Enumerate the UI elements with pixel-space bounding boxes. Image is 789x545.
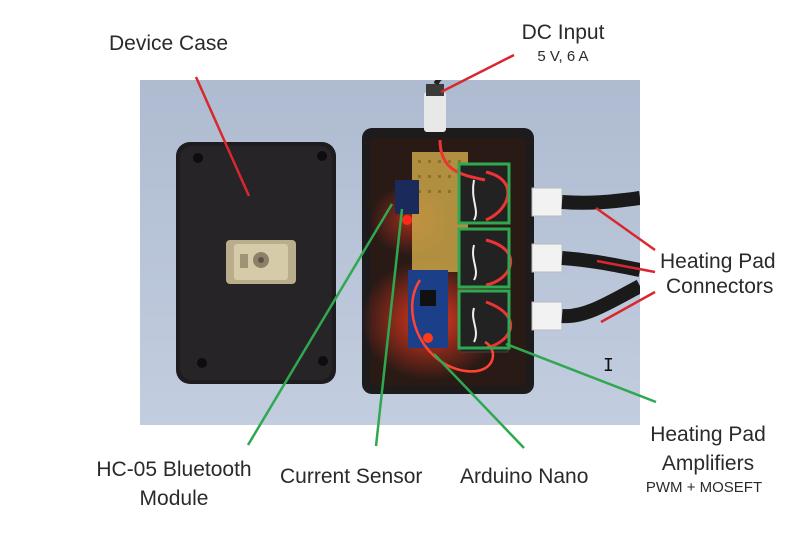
text-cursor-icon: I <box>603 355 614 376</box>
label-heating-pad-amplifiers-line1: Heating Pad <box>650 423 766 446</box>
label-current-sensor: Current Sensor <box>280 465 423 488</box>
label-hc05-line2: Module <box>139 487 209 510</box>
label-heating-pad-amplifiers-line2: Amplifiers <box>661 452 755 475</box>
device-enclosure <box>360 128 534 394</box>
label-heating-pad-connectors-line2: Connectors <box>666 275 774 298</box>
label-dc-input-spec: 5 V, 6 A <box>537 48 589 65</box>
label-arduino-nano: Arduino Nano <box>460 465 589 488</box>
label-heating-pad-amplifiers-spec: PWM + MOSEFT <box>645 479 763 496</box>
label-heating-pad-connectors-line1: Heating Pad <box>660 250 776 273</box>
label-dc-input: DC Input <box>521 21 605 44</box>
dc-plug <box>424 80 446 132</box>
device-case-lid <box>176 142 336 384</box>
label-hc05-line1: HC-05 Bluetooth <box>96 458 252 481</box>
device-photo <box>140 80 640 425</box>
label-device-case: Device Case <box>109 32 229 55</box>
